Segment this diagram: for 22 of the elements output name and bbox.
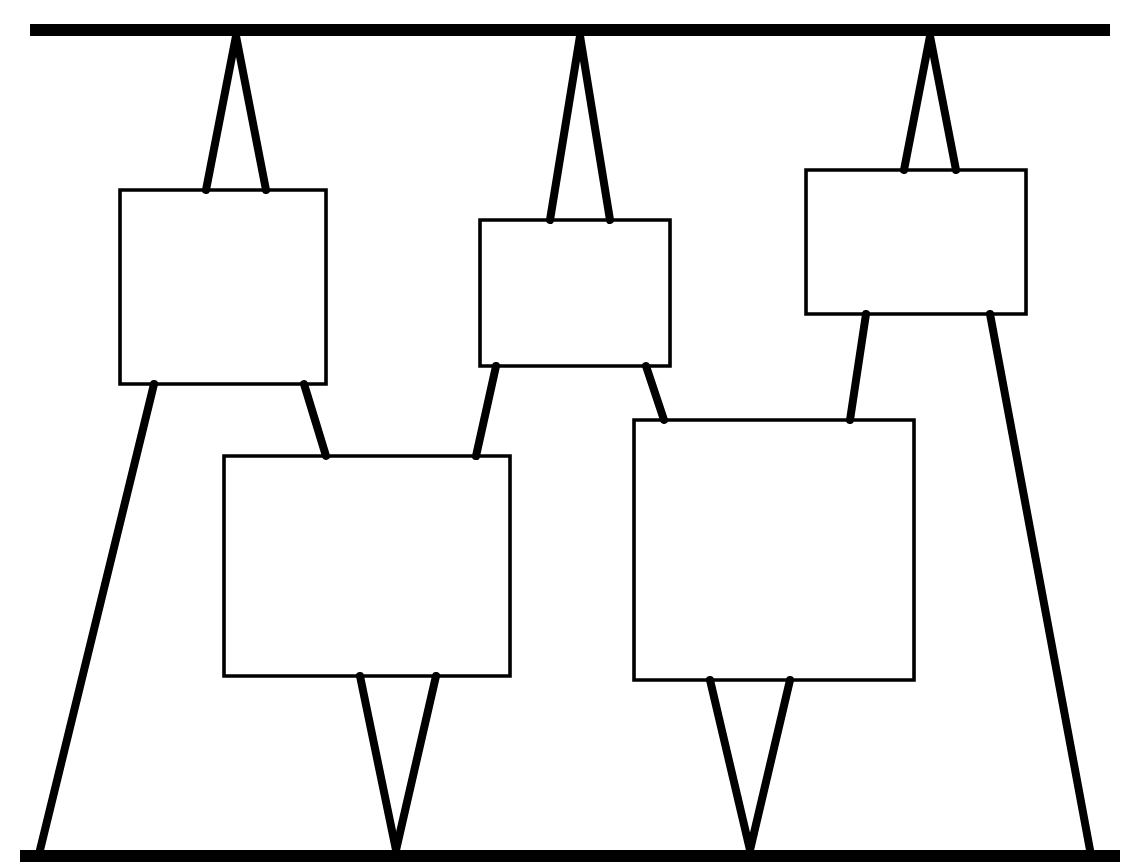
strut-line: [36, 380, 158, 854]
strut-line: [642, 362, 668, 424]
box: [478, 218, 672, 368]
strut-line: [392, 672, 440, 854]
strut-line: [356, 672, 400, 854]
strut-line: [706, 676, 754, 854]
strut-line: [746, 676, 794, 854]
strut-line: [576, 32, 614, 224]
box: [632, 418, 916, 682]
strut-line: [900, 32, 934, 174]
strut-line: [202, 32, 240, 194]
box: [804, 168, 1028, 316]
strut-line: [472, 362, 500, 460]
strut-line: [926, 32, 960, 174]
strut-line: [300, 380, 330, 460]
strut-line: [232, 32, 270, 194]
rail-bar: [30, 24, 1110, 36]
rail-bar: [20, 850, 1120, 862]
box: [222, 454, 512, 678]
strut-line: [846, 310, 870, 424]
box: [118, 188, 328, 386]
strut-line: [986, 310, 1094, 854]
